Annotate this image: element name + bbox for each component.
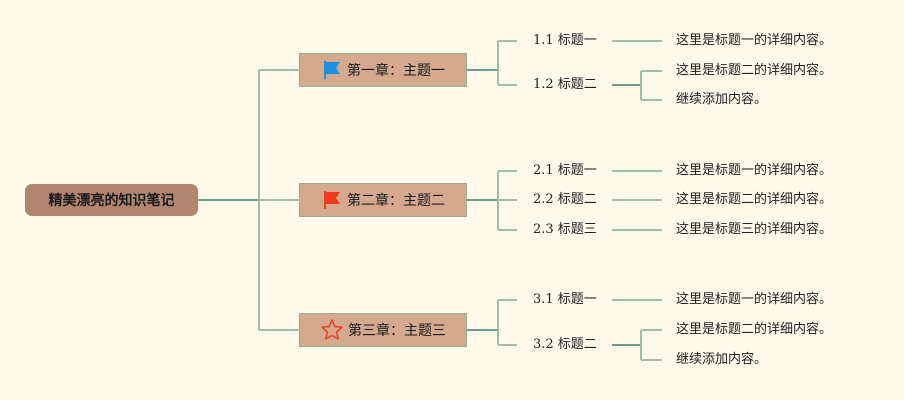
detail-3-1[interactable]: 这里是标题一的详细内容。 — [676, 292, 833, 307]
detail-2-1[interactable]: 这里是标题一的详细内容。 — [676, 163, 833, 178]
detail-3-2b[interactable]: 继续添加内容。 — [676, 352, 768, 367]
detail-1-2b[interactable]: 继续添加内容。 — [676, 92, 768, 107]
subtopic-3-1[interactable]: 3.1 标题一 — [533, 292, 597, 307]
chapter-2-label: 第二章：主题二 — [347, 193, 445, 209]
chapter-1-topic[interactable]: 第一章：主题一 — [299, 53, 467, 87]
blue-flag-icon — [324, 61, 340, 79]
subtopic-2-3[interactable]: 2.3 标题三 — [533, 222, 597, 237]
red-flag-icon — [324, 191, 340, 209]
star-icon — [321, 319, 343, 340]
chapter-1-label: 第一章：主题一 — [347, 63, 445, 79]
subtopic-3-2[interactable]: 3.2 标题二 — [533, 337, 597, 352]
subtopic-1-2[interactable]: 1.2 标题二 — [533, 77, 597, 92]
chapter-3-label: 第三章：主题三 — [348, 323, 446, 339]
detail-3-2a[interactable]: 这里是标题二的详细内容。 — [676, 322, 833, 337]
detail-1-2a[interactable]: 这里是标题二的详细内容。 — [676, 63, 833, 78]
detail-2-3[interactable]: 这里是标题三的详细内容。 — [676, 222, 833, 237]
subtopic-2-1[interactable]: 2.1 标题一 — [533, 163, 597, 178]
detail-1-1[interactable]: 这里是标题一的详细内容。 — [676, 33, 833, 48]
chapter-2-topic[interactable]: 第二章：主题二 — [299, 183, 467, 217]
root-topic[interactable]: 精美漂亮的知识笔记 — [25, 184, 198, 216]
subtopic-1-1[interactable]: 1.1 标题一 — [533, 33, 597, 48]
subtopic-2-2[interactable]: 2.2 标题二 — [533, 192, 597, 207]
root-topic-label: 精美漂亮的知识笔记 — [48, 193, 175, 209]
chapter-3-topic[interactable]: 第三章：主题三 — [299, 313, 467, 347]
detail-2-2[interactable]: 这里是标题二的详细内容。 — [676, 192, 833, 207]
